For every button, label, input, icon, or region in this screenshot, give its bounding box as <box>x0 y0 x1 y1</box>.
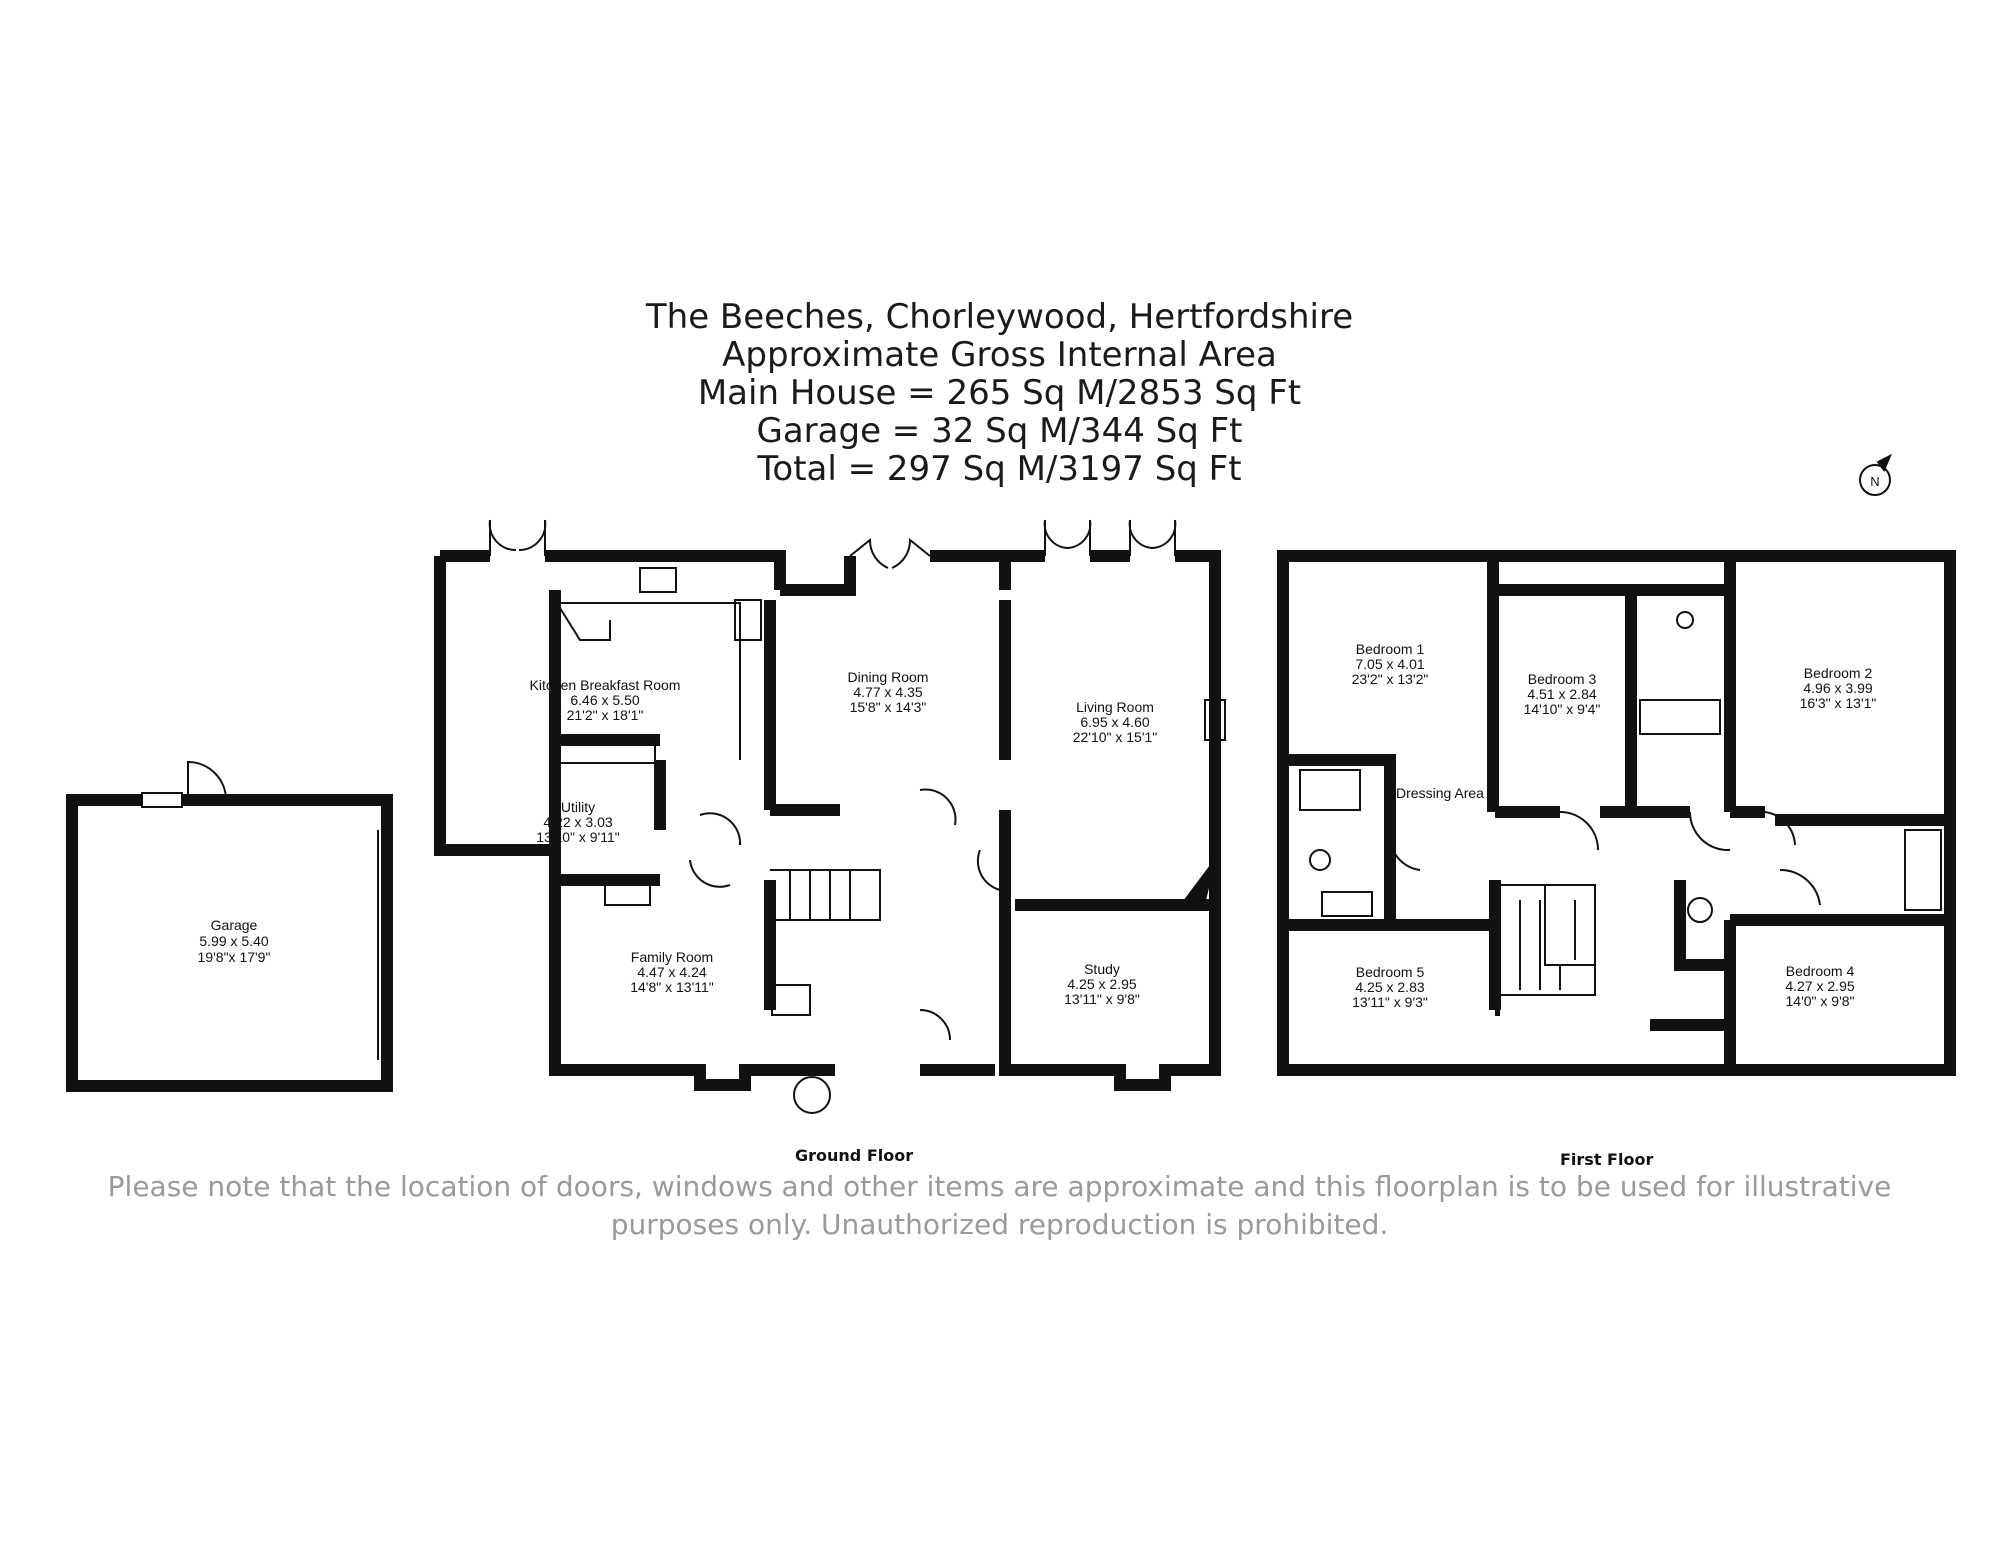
bedroom1-imperial: 23'2" x 13'2" <box>1352 671 1429 687</box>
bedroom4-label: Bedroom 4 4.27 x 2.95 14'0" x 9'8" <box>1785 963 1854 1009</box>
disclaimer-line1: Please note that the location of doors, … <box>107 1170 1892 1203</box>
utility-imperial: 13'10" x 9'11" <box>536 829 620 845</box>
dressing-label: Dressing Area <box>1396 785 1484 801</box>
living-label: Living Room 6.95 x 4.60 22'10" x 15'1" <box>1073 699 1158 745</box>
total-area: Total = 297 Sq M/3197 Sq Ft <box>757 449 1242 489</box>
utility-name: Utility <box>561 799 595 815</box>
first-floor-label: First Floor <box>1560 1150 1654 1169</box>
utility-label: Utility 4.22 x 3.03 13'10" x 9'11" <box>536 799 620 845</box>
bedroom2-imperial: 16'3" x 13'1" <box>1800 695 1877 711</box>
bedroom3-metric: 4.51 x 2.84 <box>1527 686 1596 702</box>
ground-floor-label: Ground Floor <box>795 1146 914 1165</box>
study-name: Study <box>1084 961 1120 977</box>
garage-imperial: 19'8"x 17'9" <box>198 949 271 965</box>
kitchen-name: Kitchen Breakfast Room <box>530 677 681 693</box>
first-floor-walls <box>1277 550 1956 1076</box>
first-floor-fixtures <box>1299 611 1942 996</box>
bedroom2-name: Bedroom 2 <box>1804 665 1873 681</box>
bedroom5-metric: 4.25 x 2.83 <box>1355 979 1424 995</box>
garage-metric: 5.99 x 5.40 <box>199 933 268 949</box>
main-house-area: Main House = 265 Sq M/2853 Sq Ft <box>697 373 1302 413</box>
dining-metric: 4.77 x 4.35 <box>853 684 922 700</box>
bedroom5-imperial: 13'11" x 9'3" <box>1352 994 1428 1010</box>
area-heading: Approximate Gross Internal Area <box>722 335 1277 375</box>
garage-name: Garage <box>211 917 258 933</box>
dining-label: Dining Room 4.77 x 4.35 15'8" x 14'3" <box>848 669 929 715</box>
property-title: The Beeches, Chorleywood, Hertfordshire <box>645 297 1354 337</box>
study-metric: 4.25 x 2.95 <box>1067 976 1136 992</box>
bedroom1-name: Bedroom 1 <box>1356 641 1425 657</box>
dining-name: Dining Room <box>848 669 929 685</box>
bedroom5-label: Bedroom 5 4.25 x 2.83 13'11" x 9'3" <box>1352 964 1428 1010</box>
plan-header: The Beeches, Chorleywood, Hertfordshire … <box>0 298 1999 488</box>
garage-area: Garage = 32 Sq M/344 Sq Ft <box>756 411 1243 451</box>
garage-outline <box>66 760 393 1092</box>
bedroom4-imperial: 14'0" x 9'8" <box>1786 993 1855 1009</box>
kitchen-imperial: 21'2" x 18'1" <box>567 707 644 723</box>
bedroom2-label: Bedroom 2 4.96 x 3.99 16'3" x 13'1" <box>1800 665 1877 711</box>
family-name: Family Room <box>631 949 713 965</box>
study-label: Study 4.25 x 2.95 13'11" x 9'8" <box>1064 961 1140 1007</box>
living-name: Living Room <box>1076 699 1154 715</box>
bedroom2-metric: 4.96 x 3.99 <box>1803 680 1872 696</box>
family-metric: 4.47 x 4.24 <box>637 964 706 980</box>
living-metric: 6.95 x 4.60 <box>1080 714 1149 730</box>
disclaimer-line2: purposes only. Unauthorized reproduction… <box>610 1208 1389 1241</box>
dining-imperial: 15'8" x 14'3" <box>850 699 927 715</box>
bedroom1-label: Bedroom 1 7.05 x 4.01 23'2" x 13'2" <box>1352 641 1429 687</box>
disclaimer: Please note that the location of doors, … <box>0 1168 1999 1244</box>
family-imperial: 14'8" x 13'11" <box>630 979 714 995</box>
bedroom4-name: Bedroom 4 <box>1786 963 1855 979</box>
bedroom3-name: Bedroom 3 <box>1528 671 1597 687</box>
bedroom3-label: Bedroom 3 4.51 x 2.84 14'10" x 9'4" <box>1524 671 1601 717</box>
living-imperial: 22'10" x 15'1" <box>1073 729 1158 745</box>
utility-metric: 4.22 x 3.03 <box>543 814 612 830</box>
compass-label: N <box>1870 474 1879 489</box>
ground-floor-walls <box>434 550 1221 1091</box>
bedroom1-metric: 7.05 x 4.01 <box>1355 656 1424 672</box>
kitchen-label: Kitchen Breakfast Room 6.46 x 5.50 21'2"… <box>530 677 681 723</box>
bedroom3-imperial: 14'10" x 9'4" <box>1524 701 1601 717</box>
ground-floor-fixtures <box>554 567 1226 1114</box>
kitchen-metric: 6.46 x 5.50 <box>570 692 639 708</box>
study-imperial: 13'11" x 9'8" <box>1064 991 1140 1007</box>
garage-label: Garage 5.99 x 5.40 19'8"x 17'9" <box>198 917 271 965</box>
ground-floor-doors <box>488 519 1177 1041</box>
compass-icon <box>1859 453 1892 496</box>
bedroom4-metric: 4.27 x 2.95 <box>1785 978 1854 994</box>
dressing-name: Dressing Area <box>1396 785 1484 801</box>
bedroom5-name: Bedroom 5 <box>1356 964 1425 980</box>
family-label: Family Room 4.47 x 4.24 14'8" x 13'11" <box>630 949 714 995</box>
